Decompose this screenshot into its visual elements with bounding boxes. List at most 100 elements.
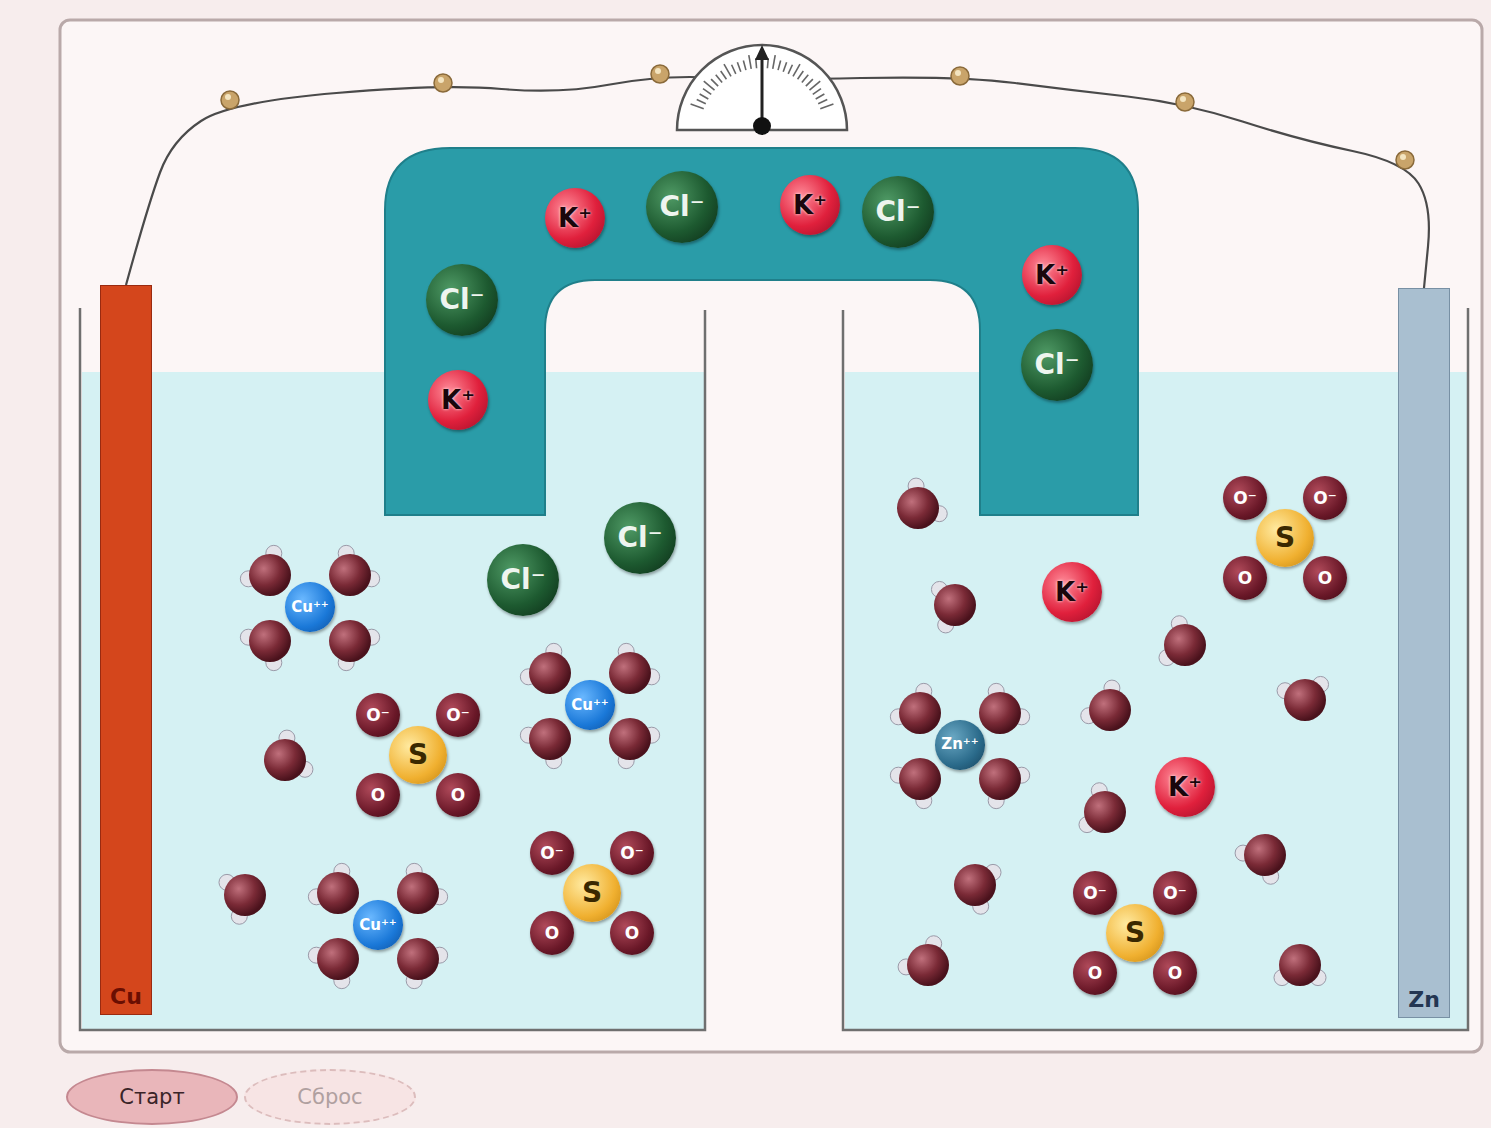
oxygen-atom bbox=[397, 872, 439, 914]
tick bbox=[773, 55, 775, 69]
oxygen-atom bbox=[1084, 791, 1126, 833]
water-molecule bbox=[954, 864, 1001, 914]
water-molecule bbox=[308, 863, 359, 914]
tick bbox=[704, 81, 715, 90]
node-label: S bbox=[408, 741, 428, 769]
water-molecule bbox=[1274, 944, 1326, 986]
wire-bead bbox=[951, 67, 969, 85]
tick bbox=[691, 104, 704, 109]
wire-bead bbox=[1176, 93, 1194, 111]
node-label: Cl⁻ bbox=[1035, 351, 1080, 379]
tick bbox=[788, 65, 792, 74]
water-molecule bbox=[397, 938, 448, 989]
node-label: S bbox=[1275, 524, 1295, 552]
oxygen-atom bbox=[1089, 689, 1131, 731]
sulfur-atom: S bbox=[389, 726, 447, 784]
potassium-ion: K⁺ bbox=[545, 188, 605, 248]
water-molecule bbox=[219, 874, 266, 924]
copper-ion: Cu⁺⁺ bbox=[565, 680, 615, 730]
chloride-ion: Cl⁻ bbox=[604, 502, 676, 574]
tick bbox=[820, 104, 833, 109]
node-label: K⁺ bbox=[1168, 774, 1202, 800]
oxygen-atom: O⁻ bbox=[356, 693, 400, 737]
water-molecule bbox=[609, 718, 660, 769]
oxygen-atom bbox=[529, 652, 571, 694]
node-label: K⁺ bbox=[558, 205, 592, 231]
node-label: O bbox=[451, 787, 465, 804]
oxygen-atom: O bbox=[436, 773, 480, 817]
node-label: Старт bbox=[119, 1087, 184, 1108]
water-molecule bbox=[1081, 680, 1131, 731]
water-molecule bbox=[1235, 834, 1286, 884]
water-molecule bbox=[240, 545, 291, 596]
oxygen-atom bbox=[317, 872, 359, 914]
oxygen-atom bbox=[609, 718, 651, 760]
oxygen-atom: O⁻ bbox=[1303, 476, 1347, 520]
oxygen-atom bbox=[934, 584, 976, 626]
node-label: O⁻ bbox=[1233, 490, 1256, 507]
node-label: Zn⁺⁺ bbox=[941, 737, 978, 752]
node-label: Cl⁻ bbox=[440, 286, 485, 314]
sulfur-atom: S bbox=[1256, 509, 1314, 567]
tick bbox=[806, 79, 813, 86]
salt-bridge bbox=[385, 148, 1138, 515]
potassium-ion: K⁺ bbox=[1155, 757, 1215, 817]
oxygen-atom: O bbox=[1303, 556, 1347, 600]
control-button: Старт bbox=[66, 1069, 238, 1125]
needle-tip bbox=[755, 45, 769, 60]
node-label: K⁺ bbox=[1035, 262, 1069, 288]
oxygen-atom: O⁻ bbox=[1073, 871, 1117, 915]
beaker bbox=[843, 308, 1468, 1030]
node-label: O bbox=[371, 787, 385, 804]
node-label: Cl⁻ bbox=[876, 198, 921, 226]
oxygen-atom bbox=[899, 758, 941, 800]
node-label: O⁻ bbox=[620, 845, 643, 862]
bead-shine bbox=[225, 94, 231, 100]
water-molecule bbox=[520, 718, 571, 769]
copper-ion: Cu⁺⁺ bbox=[285, 582, 335, 632]
oxygen-atom bbox=[979, 758, 1021, 800]
water-molecule bbox=[1159, 616, 1206, 666]
oxygen-atom bbox=[317, 938, 359, 980]
node-label: O bbox=[1168, 965, 1182, 982]
water-molecule bbox=[1277, 676, 1328, 721]
node-label: Cu⁺⁺ bbox=[571, 698, 609, 713]
tick bbox=[724, 64, 731, 76]
oxygen-atom: O⁻ bbox=[610, 831, 654, 875]
chloride-ion: Cl⁻ bbox=[862, 176, 934, 248]
water-molecule bbox=[329, 545, 380, 596]
water-molecule bbox=[264, 730, 313, 781]
node-label: Cl⁻ bbox=[501, 566, 546, 594]
bead-shine bbox=[1400, 154, 1406, 160]
wire-bead bbox=[1396, 151, 1414, 169]
potassium-ion: K⁺ bbox=[780, 175, 840, 235]
wire-bead bbox=[651, 65, 669, 83]
oxygen-atom bbox=[1284, 679, 1326, 721]
node-label: Cl⁻ bbox=[618, 524, 663, 552]
oxygen-atom bbox=[529, 718, 571, 760]
zinc-ion: Zn⁺⁺ bbox=[935, 720, 984, 769]
sulfur-atom: S bbox=[1106, 904, 1164, 962]
tick bbox=[778, 60, 781, 70]
oxygen-atom bbox=[224, 874, 266, 916]
oxygen-atom: O⁻ bbox=[1223, 476, 1267, 520]
node-label: O⁻ bbox=[1163, 885, 1186, 902]
node-label: Cl⁻ bbox=[660, 193, 705, 221]
electrode: Cu bbox=[100, 285, 152, 1015]
chloride-ion: Cl⁻ bbox=[646, 171, 718, 243]
bead-shine bbox=[438, 77, 444, 83]
water-molecule bbox=[897, 478, 947, 529]
node-label: K⁺ bbox=[793, 192, 827, 218]
oxygen-atom bbox=[897, 487, 939, 529]
oxygen-atom bbox=[1244, 834, 1286, 876]
water-molecule bbox=[898, 936, 949, 986]
sulfur-atom: S bbox=[563, 864, 621, 922]
node-label: Cu bbox=[110, 986, 142, 1008]
oxygen-atom bbox=[264, 739, 306, 781]
node-label: Cu⁺⁺ bbox=[291, 600, 329, 615]
oxygen-atom: O bbox=[356, 773, 400, 817]
wire-bead bbox=[434, 74, 452, 92]
bead-shine bbox=[1180, 96, 1186, 102]
oxygen-atom: O bbox=[530, 911, 574, 955]
